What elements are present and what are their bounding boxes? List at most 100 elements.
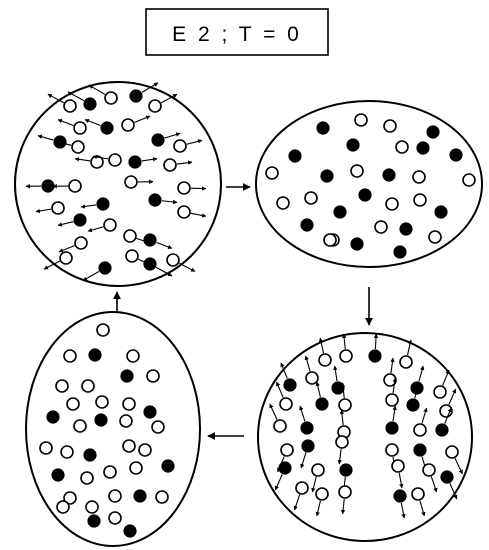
open-particle: [178, 206, 190, 218]
filled-particle: [284, 379, 296, 391]
open-particle: [109, 512, 121, 524]
open-particle: [312, 464, 324, 476]
open-particle: [429, 231, 441, 243]
filled-particle: [351, 238, 363, 250]
open-particle: [82, 380, 94, 392]
nucleus-oblate-top-right: [256, 101, 482, 267]
filled-particle: [144, 406, 156, 418]
filled-particle: [149, 194, 161, 206]
open-particle: [274, 420, 286, 432]
open-particle: [392, 460, 404, 472]
open-particle: [400, 356, 412, 368]
open-particle: [375, 221, 387, 233]
filled-particle: [436, 424, 448, 436]
open-particle: [324, 234, 336, 246]
filled-particle: [84, 449, 96, 461]
filled-particle: [427, 126, 439, 138]
filled-particle: [144, 234, 156, 246]
filled-particle: [279, 462, 291, 474]
open-particle: [296, 482, 308, 494]
open-particle: [61, 446, 73, 458]
filled-particle: [450, 149, 462, 161]
open-particle: [178, 182, 190, 194]
filled-particle: [101, 122, 113, 134]
filled-particle: [347, 139, 359, 151]
filled-particle: [435, 206, 447, 218]
open-particle: [56, 380, 68, 392]
open-particle: [396, 141, 408, 153]
filled-particle: [400, 223, 412, 235]
open-particle: [67, 398, 79, 410]
open-particle: [156, 491, 168, 503]
open-particle: [64, 350, 76, 362]
open-particle: [97, 324, 109, 336]
open-particle: [122, 119, 134, 131]
open-particle: [74, 122, 86, 134]
open-particle: [434, 386, 446, 398]
filled-particle: [99, 262, 111, 274]
open-particle: [164, 159, 176, 171]
filled-particle: [144, 258, 156, 270]
diagram-title: E 2 ; T = 0: [172, 23, 302, 46]
open-particle: [104, 466, 116, 478]
nucleus-spherical-bottom-right: [258, 333, 472, 541]
filled-particle: [130, 90, 142, 102]
open-particle: [125, 176, 137, 188]
nucleus-prolate-bottom-left: [26, 312, 200, 546]
open-particle: [336, 436, 348, 448]
filled-particle: [316, 398, 328, 410]
filled-particle: [42, 180, 54, 192]
filled-particle: [95, 414, 107, 426]
open-particle: [64, 100, 76, 112]
filled-particle: [162, 460, 174, 472]
open-particle: [60, 252, 72, 264]
open-particle: [340, 350, 352, 362]
open-particle: [305, 192, 317, 204]
filled-particle: [334, 206, 346, 218]
filled-particle: [152, 134, 164, 146]
open-particle: [120, 415, 132, 427]
filled-particle: [129, 156, 141, 168]
filled-particle: [441, 471, 453, 483]
open-particle: [280, 398, 292, 410]
open-particle: [81, 472, 93, 484]
open-particle: [281, 444, 293, 456]
filled-particle: [383, 169, 395, 181]
open-particle: [123, 440, 135, 452]
open-particle: [57, 501, 69, 513]
filled-particle: [121, 370, 133, 382]
open-particle: [414, 194, 426, 206]
filled-particle: [302, 440, 314, 452]
open-particle: [386, 394, 398, 406]
open-particle: [124, 230, 136, 242]
filled-particle: [84, 98, 96, 110]
filled-particle: [359, 189, 371, 201]
open-particle: [355, 114, 367, 126]
open-particle: [319, 354, 331, 366]
title-box: E 2 ; T = 0: [146, 9, 328, 55]
open-particle: [109, 490, 121, 502]
filled-particle: [317, 122, 329, 134]
filled-particle: [417, 142, 429, 154]
open-particle: [139, 444, 151, 456]
open-particle: [413, 171, 425, 183]
filled-particle: [369, 350, 381, 362]
filled-particle: [394, 246, 406, 258]
open-particle: [149, 100, 161, 112]
open-particle: [414, 424, 426, 436]
filled-particle: [97, 198, 109, 210]
open-particle: [72, 141, 84, 153]
filled-particle: [52, 469, 64, 481]
open-particle: [167, 254, 179, 266]
open-particle: [123, 398, 135, 410]
filled-particle: [74, 214, 86, 226]
open-particle: [86, 501, 98, 513]
filled-particle: [289, 150, 301, 162]
open-particle: [130, 462, 142, 474]
open-particle: [266, 167, 278, 179]
open-particle: [351, 165, 363, 177]
filled-particle: [47, 411, 59, 423]
open-particle: [306, 372, 318, 384]
filled-particle: [414, 444, 426, 456]
